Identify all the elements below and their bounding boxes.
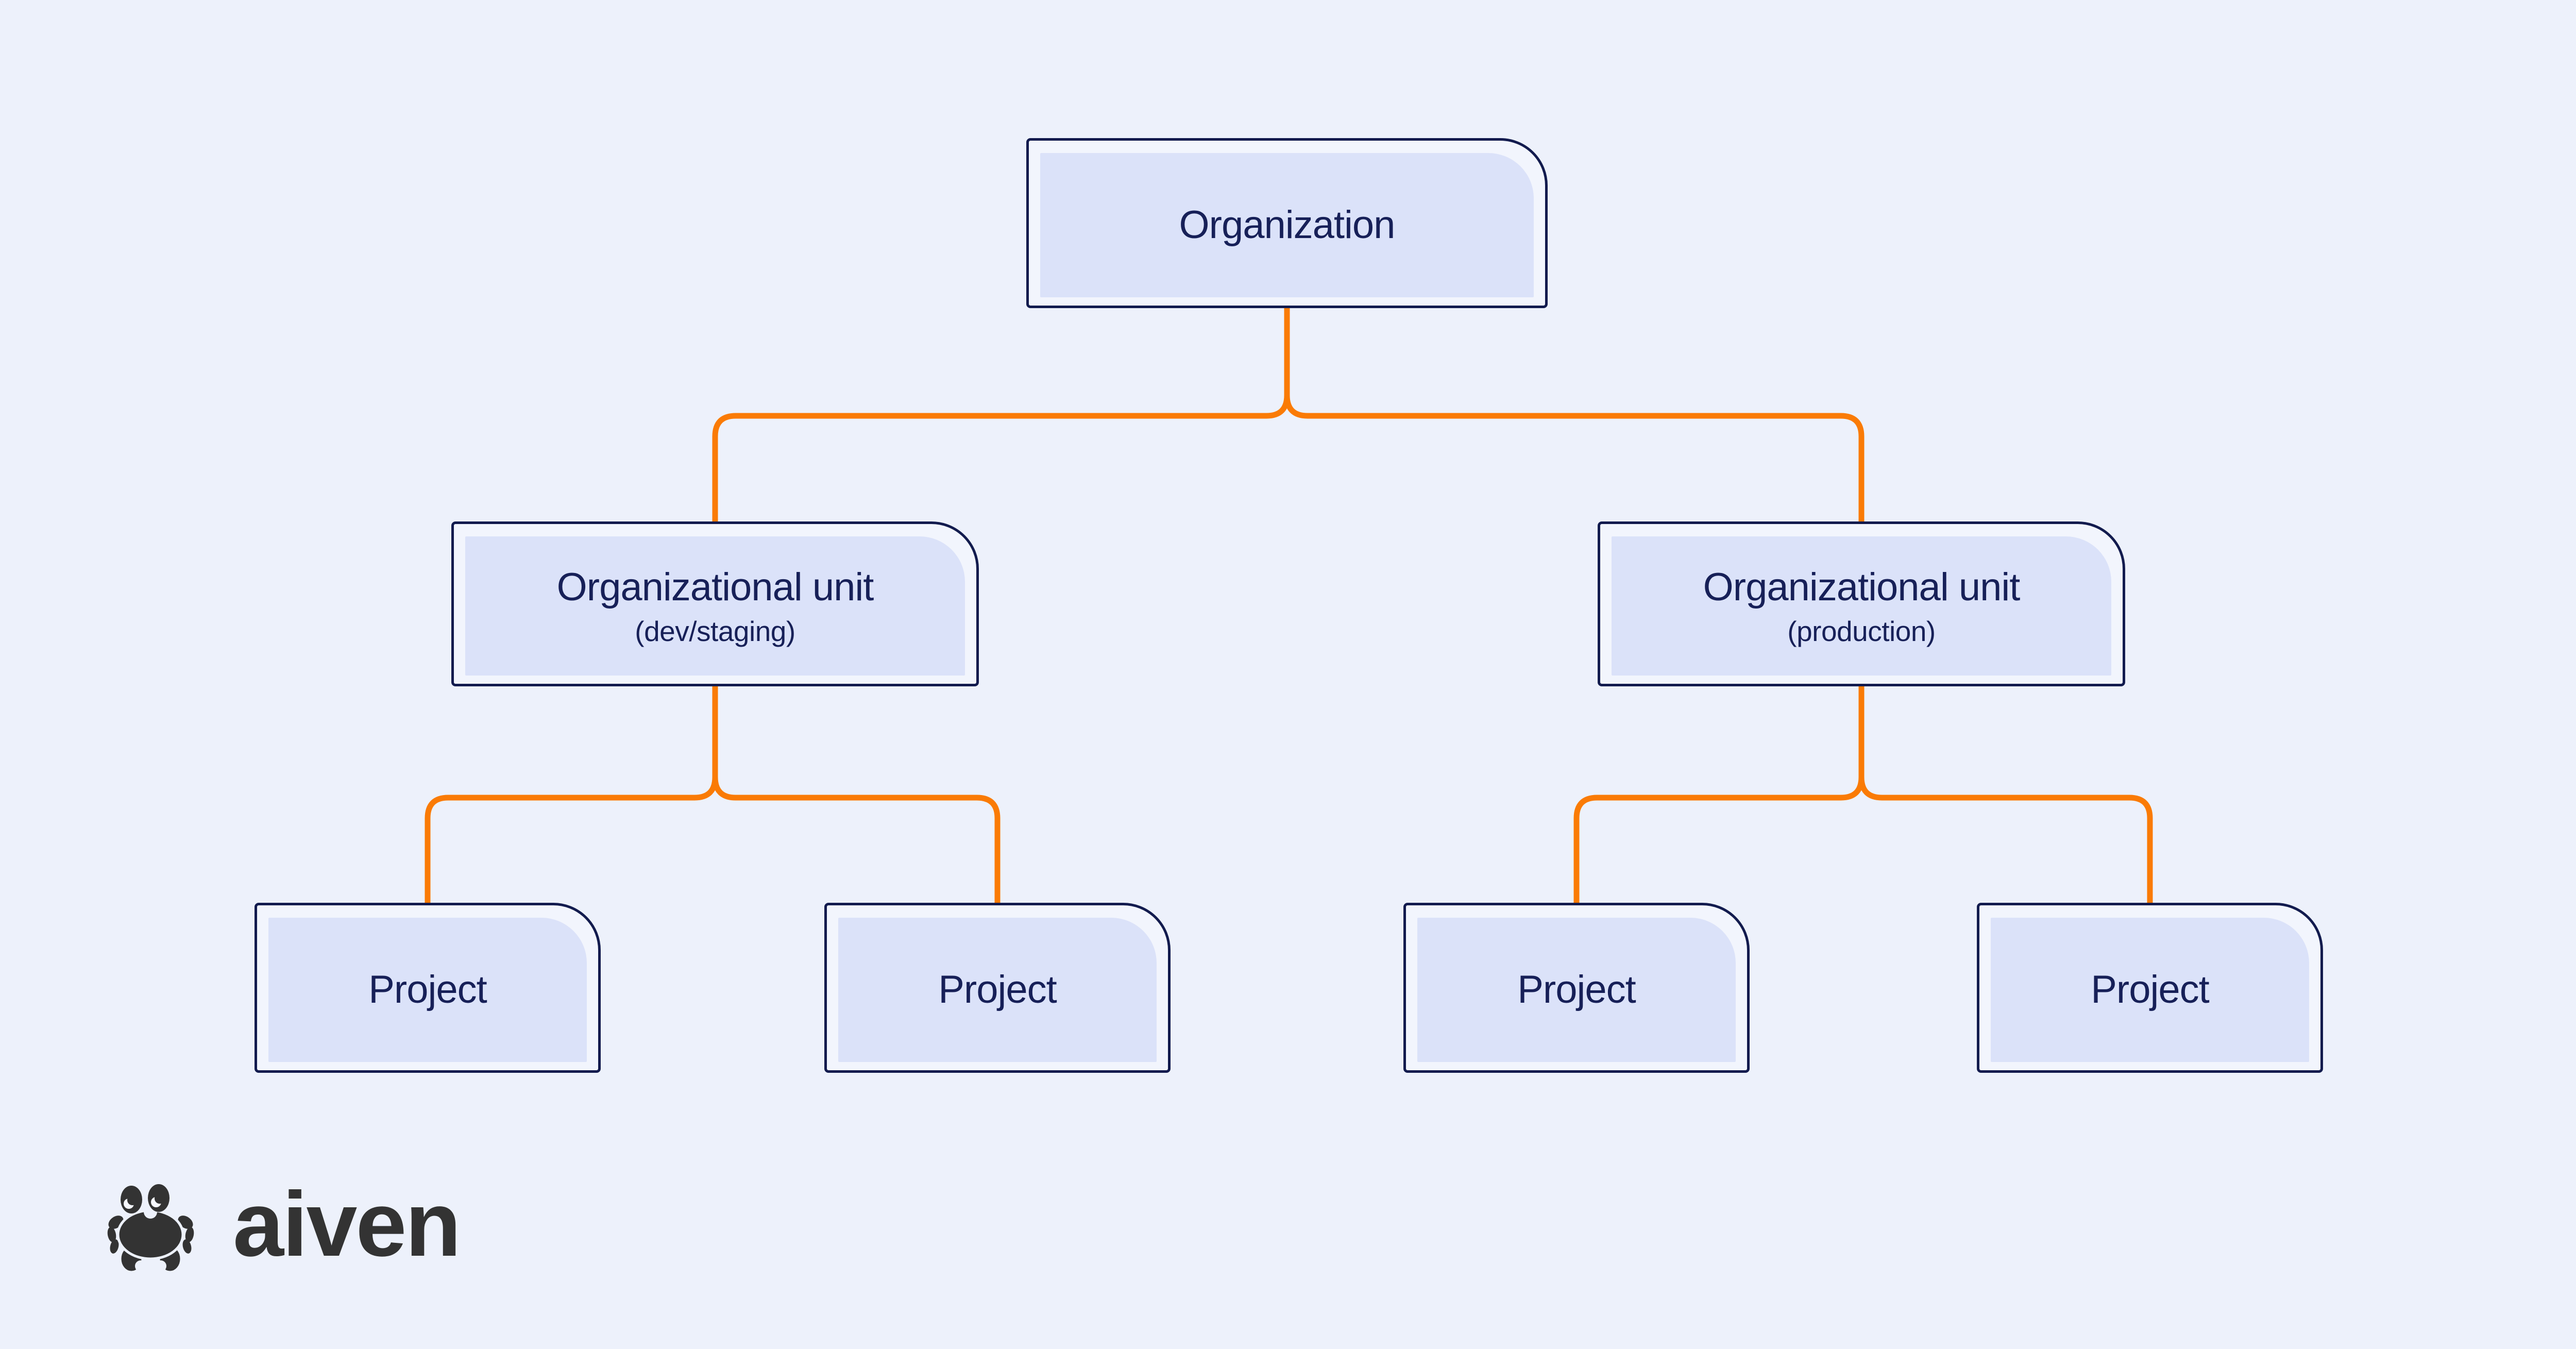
aiven-crab-icon — [107, 1184, 194, 1274]
node-project-card: Project — [1991, 918, 2309, 1062]
connector-oudev-to-project-1 — [425, 685, 718, 904]
aiven-logo: aiven — [106, 1172, 461, 1276]
node-project: Project — [1977, 903, 2323, 1073]
aiven-logo-text: aiven — [233, 1172, 461, 1275]
node-project-label: Project — [938, 967, 1057, 1011]
node-project-label: Project — [1517, 967, 1636, 1011]
node-project-card: Project — [1417, 918, 1736, 1062]
node-org-unit-prod-card: Organizational unit (production) — [1612, 536, 2111, 676]
node-org-unit-prod-sublabel: (production) — [1787, 615, 1936, 647]
connector-ouprod-to-project-3 — [1573, 685, 1865, 904]
connector-org-to-ou-prod — [1284, 307, 1865, 522]
node-organization: Organization — [1026, 138, 1548, 308]
node-organization-label: Organization — [1179, 203, 1396, 247]
node-project-label: Project — [2091, 967, 2210, 1011]
node-project-card: Project — [838, 918, 1157, 1062]
node-project: Project — [1403, 903, 1750, 1073]
node-org-unit-prod-label: Organizational unit — [1703, 565, 2021, 610]
node-project-card: Project — [268, 918, 587, 1062]
connector-ouprod-to-project-4 — [1858, 685, 2153, 904]
node-org-unit-dev-sublabel: (dev/staging) — [635, 615, 795, 647]
connector-org-to-ou-dev — [712, 307, 1290, 522]
node-org-unit-dev-card: Organizational unit (dev/staging) — [465, 536, 965, 676]
node-org-unit-production: Organizational unit (production) — [1598, 521, 2125, 686]
node-project: Project — [824, 903, 1171, 1073]
node-organization-card: Organization — [1040, 153, 1534, 297]
node-org-unit-dev-label: Organizational unit — [556, 565, 874, 610]
node-project-label: Project — [368, 967, 487, 1011]
node-project: Project — [255, 903, 601, 1073]
connector-oudev-to-project-2 — [712, 685, 1001, 904]
node-org-unit-dev-staging: Organizational unit (dev/staging) — [451, 521, 979, 686]
